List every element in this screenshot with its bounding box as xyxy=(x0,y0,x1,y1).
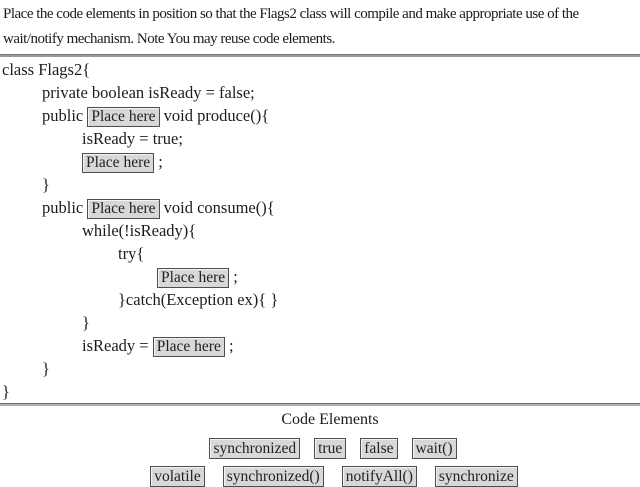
tile-synchronize[interactable]: synchronize xyxy=(434,466,518,487)
code-line: isReady = Place here ; xyxy=(0,334,640,357)
code-text: private boolean isReady = false; xyxy=(42,83,255,102)
code-text: void consume(){ xyxy=(159,198,275,217)
code-text: ; xyxy=(229,267,238,286)
code-line: } xyxy=(0,173,640,196)
tile-true[interactable]: true xyxy=(314,438,347,459)
question-line-2: wait/notify mechanism. Note You may reus… xyxy=(3,31,335,47)
code-line: isReady = true; xyxy=(0,127,640,150)
code-text: }catch(Exception ex){ } xyxy=(118,290,279,309)
tile-synchronized[interactable]: synchronized xyxy=(209,438,301,459)
code-line: class Flags2{ xyxy=(0,58,640,81)
separator-top xyxy=(0,54,640,57)
code-text: } xyxy=(42,359,50,378)
code-text: isReady = true; xyxy=(82,129,183,148)
code-line: } xyxy=(0,380,640,403)
code-line: } xyxy=(0,311,640,334)
tile-synchronized-call[interactable]: synchronized() xyxy=(222,466,324,487)
slot-isready-value[interactable]: Place here xyxy=(152,337,225,357)
code-line: private boolean isReady = false; xyxy=(0,81,640,104)
code-text: } xyxy=(2,382,10,401)
code-elements-row-1: synchronized true false wait() xyxy=(13,438,640,459)
code-text: isReady = xyxy=(82,336,153,355)
slot-try-body[interactable]: Place here xyxy=(157,268,230,288)
code-elements-panel: Code Elements synchronized true false wa… xyxy=(0,410,640,487)
code-block: class Flags2{ private boolean isReady = … xyxy=(0,57,640,403)
separator-bottom xyxy=(0,403,640,406)
slot-produce-body[interactable]: Place here xyxy=(82,153,155,173)
code-text: public xyxy=(42,106,88,125)
slot-consume-modifier[interactable]: Place here xyxy=(87,199,160,219)
question-text: Place the code elements in position so t… xyxy=(0,0,640,52)
code-line: Place here ; xyxy=(0,265,640,288)
code-line: while(!isReady){ xyxy=(0,219,640,242)
code-line: Place here ; xyxy=(0,150,640,173)
code-text: while(!isReady){ xyxy=(82,221,197,240)
code-text: ; xyxy=(154,152,163,171)
code-text: } xyxy=(42,175,50,194)
tile-false[interactable]: false xyxy=(360,438,398,459)
question-line-1: Place the code elements in position so t… xyxy=(3,6,579,22)
code-line: public Place here void produce(){ xyxy=(0,104,640,127)
code-text: try{ xyxy=(118,244,145,263)
code-text: public xyxy=(42,198,88,217)
code-text: class Flags2{ xyxy=(2,60,91,79)
tile-wait-call[interactable]: wait() xyxy=(411,438,457,459)
code-elements-title: Code Elements xyxy=(281,411,379,428)
code-line: public Place here void consume(){ xyxy=(0,196,640,219)
code-text: ; xyxy=(224,336,234,355)
code-text: } xyxy=(82,313,90,332)
code-line: } xyxy=(0,357,640,380)
code-line: try{ xyxy=(0,242,640,265)
code-line: }catch(Exception ex){ } xyxy=(0,288,640,311)
code-text: void produce(){ xyxy=(159,106,270,125)
slot-produce-modifier[interactable]: Place here xyxy=(87,107,160,127)
